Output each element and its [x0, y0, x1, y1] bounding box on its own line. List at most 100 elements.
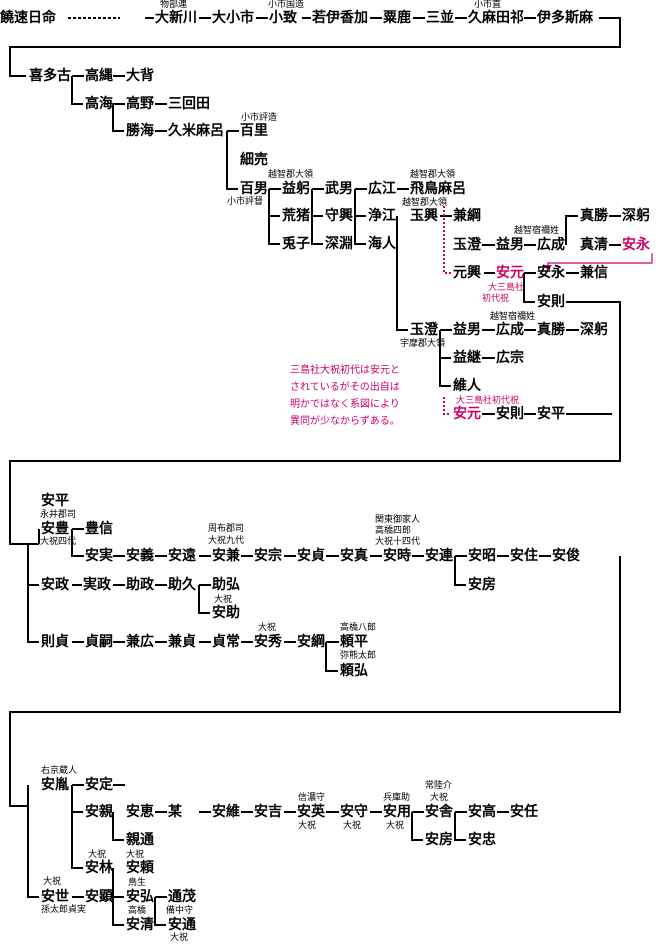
lineage-connector [411, 812, 423, 841]
title-etsu1: 越智郡大領 [268, 170, 314, 180]
person-yasuyo: 安世 [41, 889, 69, 905]
person-tamaoki: 玉興 [410, 208, 438, 224]
lineage-connector [112, 104, 124, 132]
person-yasutada: 安忠 [468, 832, 496, 848]
person-yasumori: 安守 [340, 804, 368, 820]
identity-arrow-line [547, 253, 653, 266]
person-kumata: 久麻田祁 [468, 10, 524, 26]
person-yasumasa: 安政 [41, 577, 69, 593]
person-yasutaka: 安高 [468, 804, 496, 820]
title-hafuri-hide2: 大祝 [298, 821, 317, 831]
person-sadatsugu: 貞嗣 [85, 634, 113, 650]
person-kanetsuna: 兼綱 [453, 208, 481, 224]
origin-note-line: 三島社大祝初代は安元と [290, 365, 400, 376]
title-hafuri4: 大祝四代 [40, 537, 77, 547]
person-yasunori-b: 安則 [496, 406, 524, 422]
person-takanawa: 高縄 [85, 68, 113, 84]
lineage-connector [354, 189, 366, 245]
title-nagai: 永井郡司 [40, 510, 77, 520]
title-hafuri-hide: 大祝 [258, 623, 277, 633]
lineage-connector [112, 812, 124, 841]
lineage-connector [268, 189, 280, 245]
title-bicchu: 備中守 [166, 906, 194, 916]
person-sadatsune: 貞常 [212, 634, 240, 650]
title-takahashi-k: 高橋 [128, 906, 147, 916]
title-oyamazumi2: 大三島社初代祝 [456, 396, 520, 406]
title-shodai1: 初代祝 [482, 294, 510, 304]
person-bou: 某 [168, 804, 182, 820]
person-yasutane: 安胤 [41, 777, 69, 793]
person-yasuaki2: 安顕 [85, 889, 113, 905]
person-kanehiro: 兼広 [126, 634, 154, 650]
person-toyonobu: 豊信 [85, 521, 113, 537]
person-sanemasa: 実政 [83, 577, 111, 593]
person-tamasumi-a: 玉澄 [453, 237, 481, 253]
person-yasuma: 安真 [340, 548, 368, 564]
person-yasuaki: 安昭 [468, 548, 496, 564]
person-yasuhira-b: 安平 [41, 493, 69, 509]
person-arainoshi: 荒猪 [282, 208, 310, 224]
person-yasuyori: 安頼 [126, 860, 154, 876]
lineage-connector [454, 812, 466, 841]
origin-note-line: 異同が少なからずある。 [290, 416, 400, 427]
person-sukehisa: 助久 [168, 577, 196, 593]
title-hafuri-mich: 大祝 [170, 933, 189, 943]
person-yasumoto-b: 安元 [453, 406, 481, 422]
person-yasuhiro: 安弘 [126, 889, 154, 905]
person-usagi: 兎子 [282, 236, 310, 252]
title-hafuri-bay: 大祝 [88, 850, 107, 860]
person-fukabuchi: 深淵 [325, 236, 353, 252]
origin-note: 三島社大祝初代は安元とされているがその出自は明かではなく系図により異同が少なから… [290, 362, 400, 430]
person-masaru-a: 真勝 [580, 208, 608, 224]
person-mitada: 三回田 [168, 96, 210, 112]
person-chikamichi: 親通 [126, 832, 154, 848]
title-hitachi: 常陸介 [425, 781, 453, 791]
person-yasumochi: 安用 [383, 804, 411, 820]
identity-arrow-head [544, 265, 552, 271]
person-yasufusa-b: 安房 [425, 832, 453, 848]
person-waka: 若伊香加 [312, 10, 368, 26]
person-yasuhide2: 安英 [297, 804, 325, 820]
lineage-connector [112, 868, 124, 926]
title-hafuri14: 大祝十四代 [375, 537, 421, 547]
person-yasunori-a: 安則 [537, 294, 565, 310]
lineage-connector [9, 17, 621, 77]
title-suou: 周布郡司 [208, 524, 245, 534]
lineage-connector [523, 273, 535, 303]
lineage-connector [325, 642, 338, 672]
person-ose: 大背 [126, 68, 154, 84]
person-oshiichi-r: 小致 [269, 10, 297, 26]
person-takami: 高海 [85, 96, 113, 112]
lineage-connector [454, 556, 466, 586]
origin-note-line: 明かではなく系図により [290, 399, 400, 410]
lineage-connector [565, 215, 578, 245]
person-masuo-b: 益男 [453, 322, 481, 338]
title-etsu2: 越智郡大領 [410, 170, 456, 180]
title-hafuri-mori: 大祝 [343, 821, 362, 831]
person-hironari-b: 広成 [496, 322, 524, 338]
title-oyamazumi1: 大三島社 [488, 283, 525, 293]
title-etsu5: 越智宿禰姓 [490, 312, 536, 322]
title-hafuri9: 大祝九代 [208, 536, 245, 546]
title-oyaku2: 小市直 [474, 0, 502, 10]
person-yasusada: 安貞 [297, 548, 325, 564]
title-takahashi4: 高橋四郎 [375, 526, 412, 536]
person-yasunaga-a: 安永 [622, 237, 650, 253]
person-yasukane: 安兼 [212, 548, 240, 564]
lineage-connector [439, 330, 451, 387]
person-tamasumi-b: 玉澄 [410, 322, 438, 338]
person-yasukiyo: 安清 [126, 917, 154, 933]
person-yasuyoshi: 安義 [126, 548, 154, 564]
person-sukehiro: 助弘 [212, 577, 240, 593]
title-etsu4: 越智宿禰姓 [514, 226, 560, 236]
lineage-connector [71, 529, 83, 557]
person-yorihiro: 頼弘 [340, 663, 368, 679]
person-yasusada2: 安定 [85, 777, 113, 793]
origin-note-line: されているがその出自は [290, 382, 400, 393]
person-koreto: 維人 [453, 378, 481, 394]
person-yasumune: 安宗 [254, 548, 282, 564]
title-magotaro: 孫太郎貞実 [41, 905, 87, 915]
person-yasunaga-b: 安永 [537, 265, 565, 281]
